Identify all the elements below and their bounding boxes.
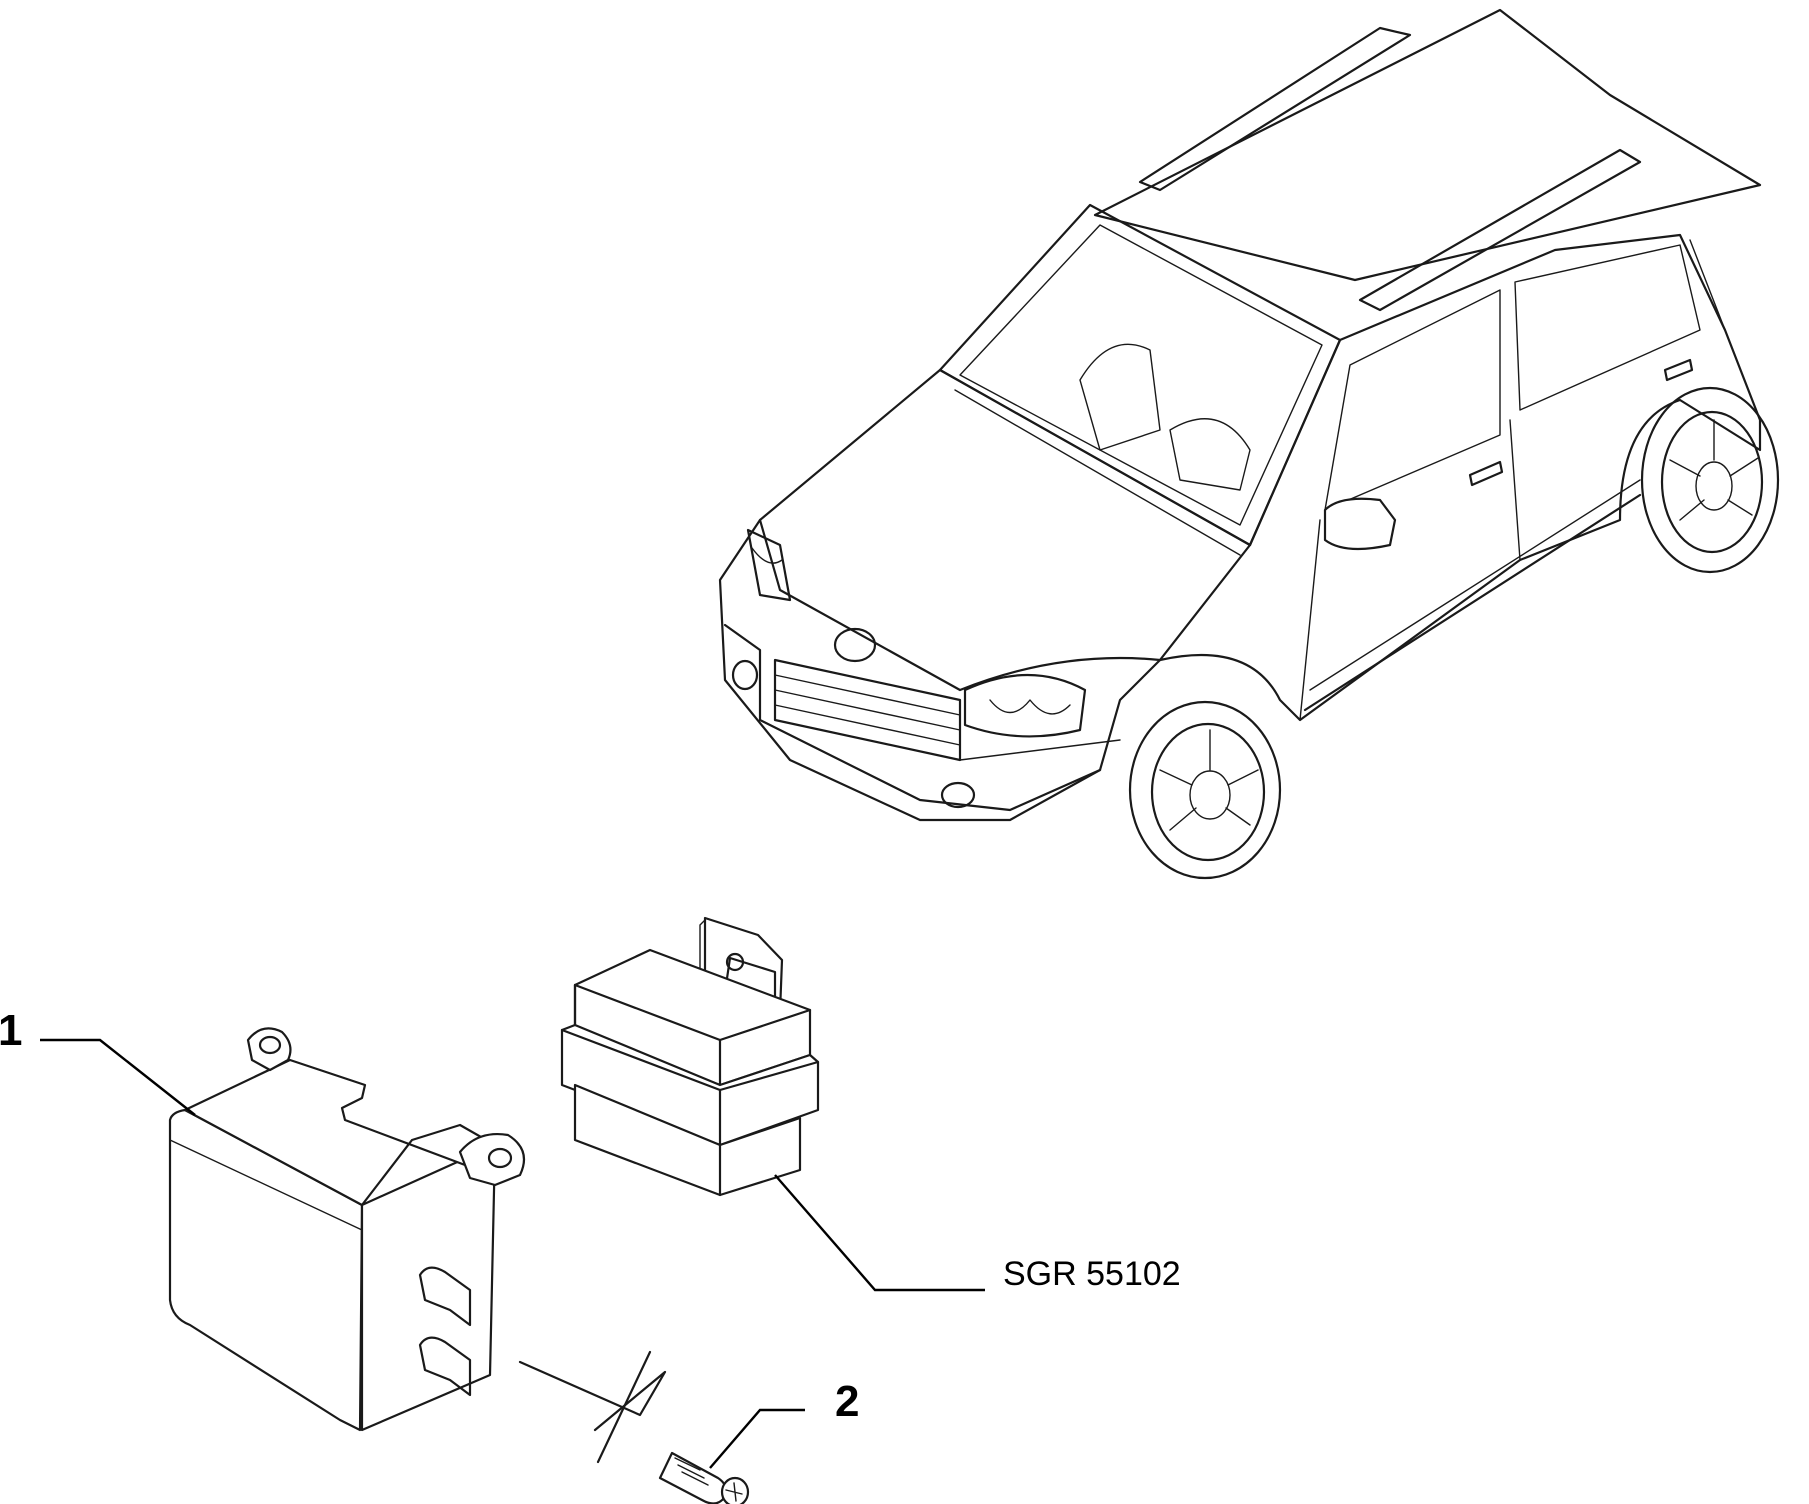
relay-module <box>560 916 985 1292</box>
car-illustration <box>718 8 1780 880</box>
callout-2: 2 <box>835 1377 859 1426</box>
screw-part-2 <box>518 1350 805 1504</box>
callout-1: 1 <box>0 1006 22 1055</box>
reference-label: SGR 55102 <box>1003 1255 1181 1293</box>
bracket-part-1 <box>40 1027 526 1432</box>
